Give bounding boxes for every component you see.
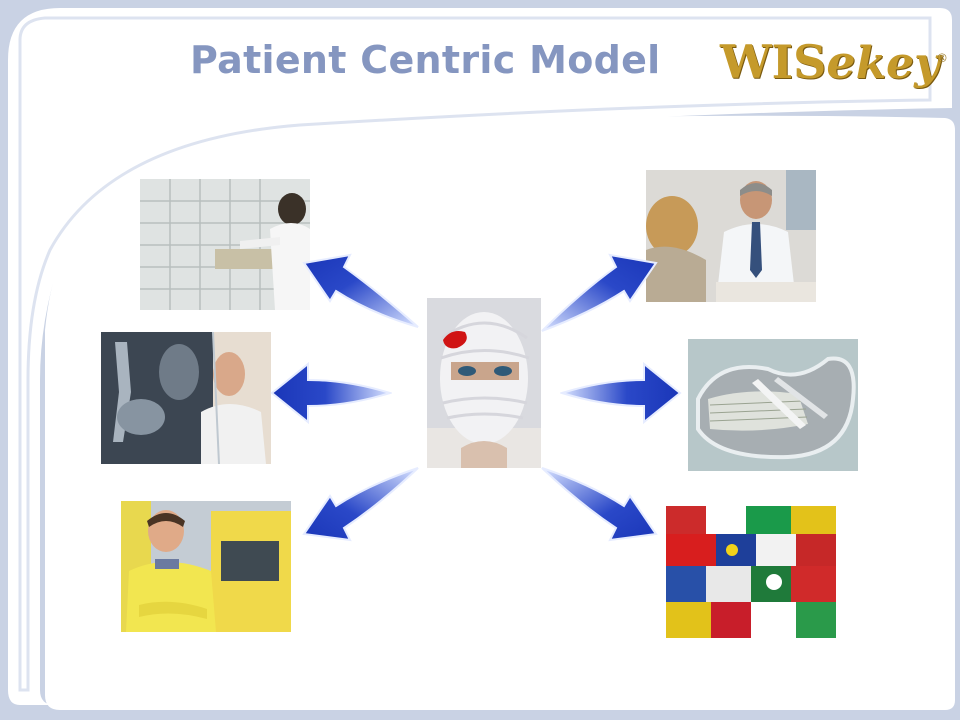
pharmacy-records-photo: [140, 179, 310, 310]
arrow-to-consultation-icon: [541, 253, 658, 332]
doctor-consultation-photo: [646, 170, 816, 302]
logo-registered-mark: ®: [936, 51, 948, 65]
bandaged-patient-photo: [427, 298, 541, 468]
logo-wis-text: WIS: [720, 35, 827, 89]
xray-doctor-photo: [101, 332, 271, 464]
world-flags-photo: [666, 506, 836, 638]
arrow-to-ambulance-icon: [302, 467, 419, 542]
arrow-to-payment-icon: [560, 361, 682, 425]
money-tray-photo: [688, 339, 858, 471]
logo-key-text: key: [855, 38, 940, 89]
slide-title: Patient Centric Model: [190, 38, 661, 82]
logo-e-text: e: [826, 35, 856, 89]
arrow-to-xray-icon: [270, 361, 392, 425]
arrow-to-flags-icon: [541, 467, 658, 542]
wisekey-logo: WISekey ®: [720, 32, 950, 92]
paramedic-ambulance-photo: [121, 501, 291, 632]
arrow-to-records-icon: [302, 253, 419, 328]
